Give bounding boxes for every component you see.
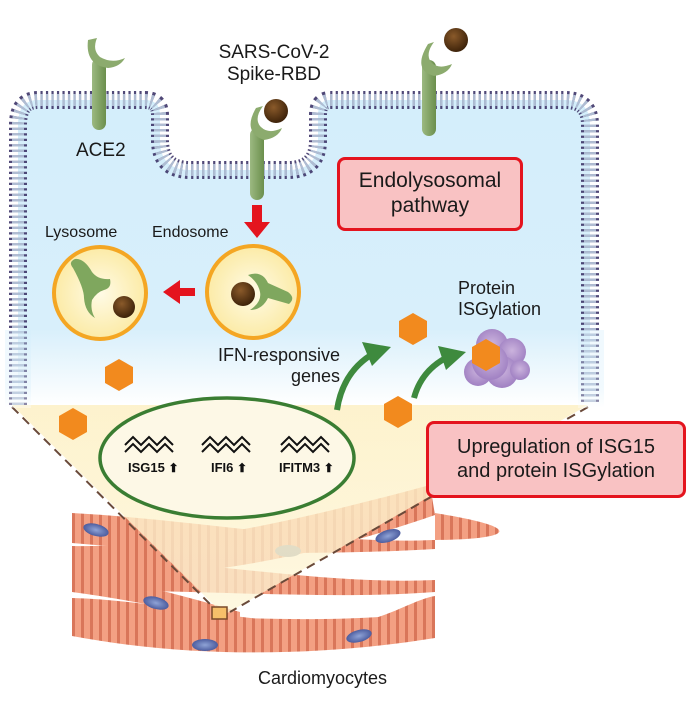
spike-rbd-label: SARS-CoV-2 Spike-RBD	[200, 42, 348, 86]
endosome	[205, 244, 301, 340]
spike-rbd-particle-icon	[264, 99, 288, 123]
spike-rbd-particle-icon	[444, 28, 468, 52]
cardiomyocyte-fiber	[72, 608, 435, 653]
upregulation-isg15-box: Upregulation of ISG15 and protein ISGyla…	[426, 421, 686, 498]
gene-isg15: ISG15 ⬆	[128, 460, 179, 475]
ace2-receptor-icon	[250, 106, 282, 200]
isg15-hexagon-icon	[399, 313, 427, 345]
red-arrow-left	[163, 280, 195, 304]
cardiomyocyte-nucleus	[192, 639, 218, 651]
zoom-source-square	[211, 606, 228, 620]
cardiomyocytes-label: Cardiomyocytes	[258, 668, 388, 688]
dna-zigzag-icon	[201, 435, 251, 454]
endolysosomal-pathway-box: Endolysosomal pathway	[337, 157, 523, 231]
spike-rbd-label-line2: Spike-RBD	[227, 63, 321, 85]
membrane-fade	[5, 330, 31, 408]
isg15-hexagon-icon	[59, 408, 87, 440]
gene-ifitm3: IFITM3 ⬆	[279, 460, 334, 475]
green-arrow-head	[438, 346, 466, 370]
cardiomyocyte-nucleus	[375, 529, 401, 543]
lysosome-label: Lysosome	[45, 224, 118, 241]
endosome-label: Endosome	[152, 224, 229, 241]
cardiomyocyte-nucleus	[143, 596, 169, 610]
gene-name: IFI6	[211, 460, 234, 475]
protein-isgylation-label: Protein ISGylation	[458, 278, 541, 319]
green-arrow-head	[362, 342, 391, 366]
ace2-receptor-icon	[421, 42, 452, 136]
dna-zigzag-icon	[124, 435, 174, 454]
cardiomyocyte-nucleus	[346, 629, 372, 643]
gene-name: ISG15	[128, 460, 165, 475]
zoom-line-left	[11, 406, 219, 613]
red-arrow-down	[244, 205, 270, 238]
up-arrow-icon: ⬆	[168, 461, 179, 475]
nucleus	[98, 396, 356, 520]
endolysosomal-box-line1: Endolysosomal	[358, 169, 502, 193]
cardiomyocyte-nucleus	[83, 523, 109, 537]
protein-label-line2: ISGylation	[458, 298, 542, 319]
ifn-label-line2: genes	[290, 365, 340, 386]
endolysosomal-box-line2: pathway	[390, 194, 470, 217]
isg15-hexagon-icon	[384, 396, 412, 428]
membrane-fade	[578, 330, 604, 408]
ace2-label: ACE2	[76, 140, 126, 161]
isg15-hexagon-icon	[472, 339, 500, 371]
gene-ifi6: IFI6 ⬆	[211, 460, 247, 475]
ifn-responsive-genes-label: IFN-responsive genes	[200, 345, 340, 386]
spike-rbd-particle-icon	[231, 282, 255, 306]
ifn-label-line1: IFN-responsive	[217, 345, 340, 365]
dna-zigzag-icon	[280, 435, 330, 454]
spike-rbd-particle-icon	[113, 296, 135, 318]
upregulation-box-line1: Upregulation of ISG15	[457, 435, 655, 458]
spike-rbd-label-line1: SARS-CoV-2	[218, 42, 330, 63]
upregulation-box-line2: and protein ISGylation	[457, 459, 655, 482]
up-arrow-icon: ⬆	[323, 461, 334, 475]
gene-name: IFITM3	[279, 460, 321, 475]
lysosome	[52, 245, 148, 341]
protein-label-line1: Protein	[458, 278, 516, 298]
ace2-receptor-icon	[87, 38, 125, 130]
up-arrow-icon: ⬆	[237, 461, 248, 475]
isg15-hexagon-icon	[105, 359, 133, 391]
